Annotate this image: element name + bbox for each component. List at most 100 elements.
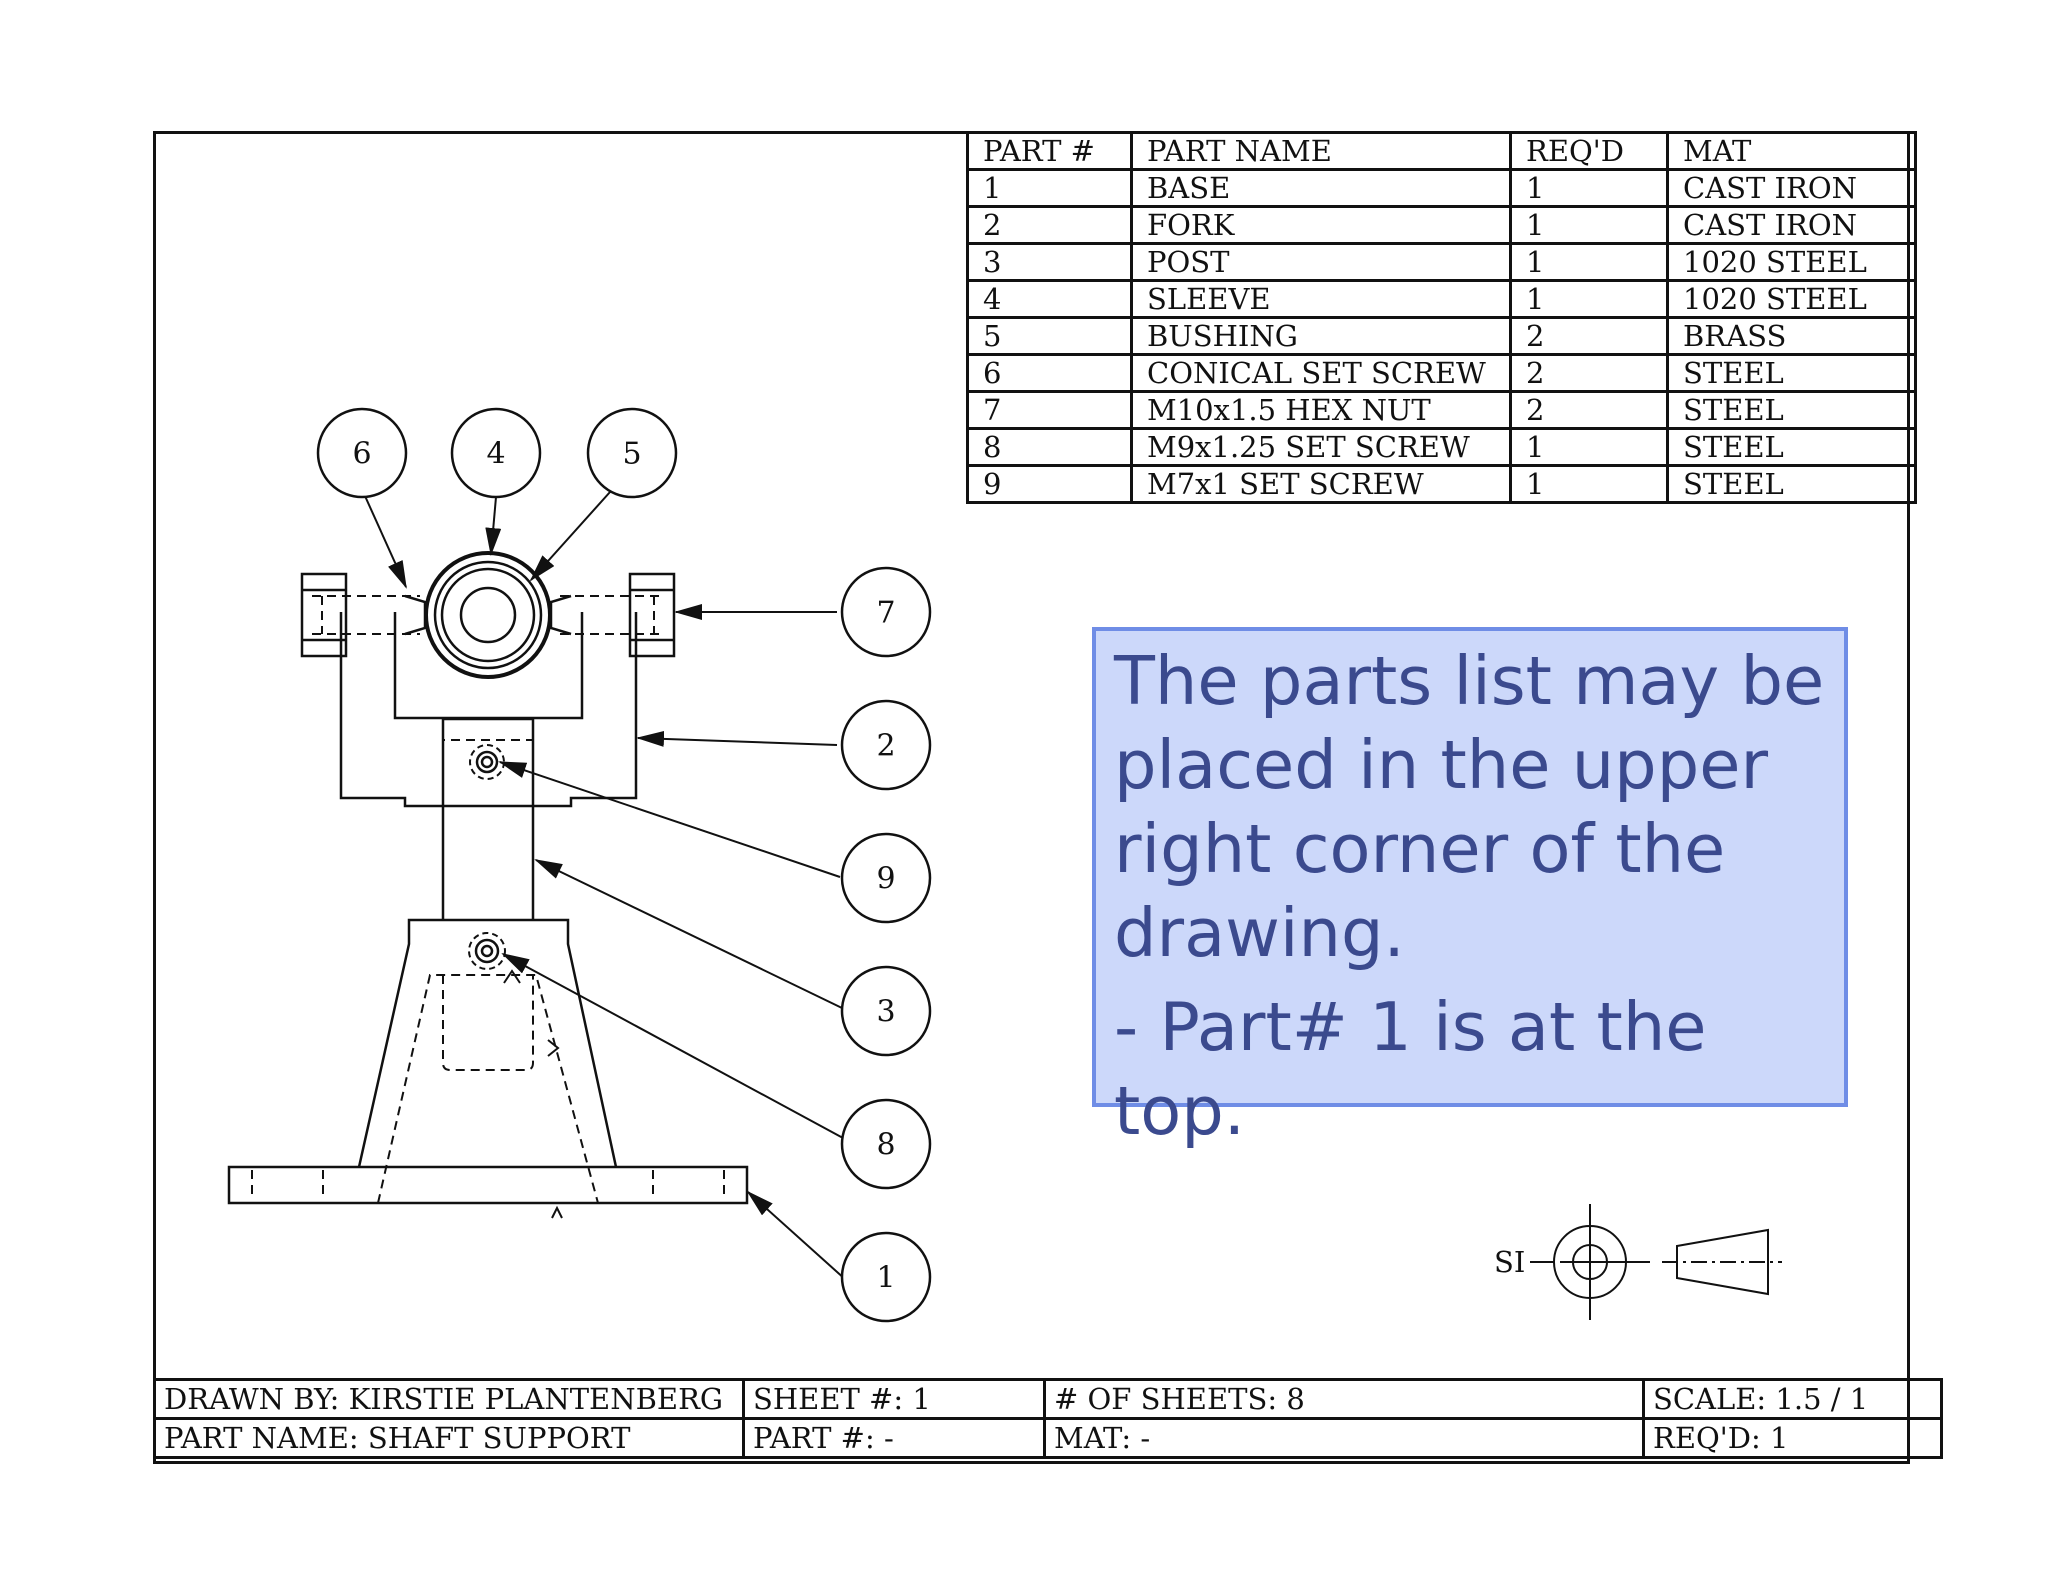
- part-number-cell: 4: [966, 279, 1133, 319]
- title-block-row: PART NAME: SHAFT SUPPORT PART #: - MAT: …: [153, 1417, 1943, 1459]
- part-name-cell: CONICAL SET SCREW: [1130, 353, 1512, 393]
- sleeve: [424, 551, 552, 679]
- reqd-cell: 1: [1509, 205, 1669, 245]
- parts-list-row: 1 BASE 1 CAST IRON: [966, 168, 1917, 208]
- reqd-cell: 1: [1509, 168, 1669, 208]
- part-number-cell: 6: [966, 353, 1133, 393]
- material-cell: MAT: -: [1043, 1417, 1645, 1459]
- parts-list-row: 3 POST 1 1020 STEEL: [966, 242, 1917, 282]
- parts-list-row: 8 M9x1.25 SET SCREW 1 STEEL: [966, 427, 1917, 467]
- part-number-cell: 8: [966, 427, 1133, 467]
- reqd-cell: 2: [1509, 353, 1669, 393]
- leader-line-6: [364, 495, 407, 589]
- material-cell: STEEL: [1666, 353, 1917, 393]
- balloon-8: [840, 1098, 932, 1190]
- drawn-by-cell: DRAWN BY: KIRSTIE PLANTENBERG: [153, 1378, 745, 1420]
- parts-list-row: 5 BUSHING 2 BRASS: [966, 316, 1917, 356]
- part-number-cell: 3: [966, 242, 1133, 282]
- part-name-cell: M9x1.25 SET SCREW: [1130, 427, 1512, 467]
- reqd-cell: 1: [1509, 464, 1669, 504]
- part-name-cell: POST: [1130, 242, 1512, 282]
- material-cell: CAST IRON: [1666, 205, 1917, 245]
- reqd-cell: 1: [1509, 427, 1669, 467]
- part-name-cell: FORK: [1130, 205, 1512, 245]
- sheet-number-cell: SHEET #: 1: [742, 1378, 1046, 1420]
- reqd-cell: REQ'D: 1: [1642, 1417, 1943, 1459]
- part-number-cell: PART #: -: [742, 1417, 1046, 1459]
- shaft-support-assembly: [227, 551, 749, 1219]
- parts-list-row: 7 M10x1.5 HEX NUT 2 STEEL: [966, 390, 1917, 430]
- balloon-label-5: 5: [622, 437, 641, 472]
- leader-line-2: [636, 730, 838, 747]
- leader-line-5: [529, 491, 611, 582]
- callout-note: The parts list may be placed in the uppe…: [1092, 627, 1848, 1150]
- material-cell: BRASS: [1666, 316, 1917, 356]
- parts-list-row: 6 CONICAL SET SCREW 2 STEEL: [966, 353, 1917, 393]
- reqd-cell: 1: [1509, 279, 1669, 319]
- parts-list-table: PART # PART NAME REQ'D MAT 1 BASE 1 CAST…: [966, 131, 1917, 504]
- balloon-2: [840, 699, 932, 791]
- projection-symbol-label: SI: [1494, 1245, 1525, 1279]
- material-cell: 1020 STEEL: [1666, 242, 1917, 282]
- part-name-cell: BASE: [1130, 168, 1512, 208]
- balloon-label-7: 7: [876, 596, 895, 631]
- post: [441, 717, 535, 920]
- material-cell: 1020 STEEL: [1666, 279, 1917, 319]
- balloon-3: [840, 965, 932, 1057]
- balloon-6: [316, 407, 408, 499]
- leader-line-4: [485, 496, 502, 556]
- part-number-cell: 2: [966, 205, 1133, 245]
- projection-cone-icon: [1676, 1228, 1769, 1296]
- balloon-label-6: 6: [352, 437, 371, 472]
- reqd-cell: 2: [1509, 316, 1669, 356]
- part-name-cell: SLEEVE: [1130, 279, 1512, 319]
- note-bullet: - Part# 1 is at the top.: [1114, 988, 1707, 1150]
- header-part-name: PART NAME: [1130, 131, 1512, 171]
- part-number-cell: 9: [966, 464, 1133, 504]
- fork: [339, 612, 638, 808]
- base-plate: [227, 1165, 749, 1205]
- balloon-5: [586, 407, 678, 499]
- bushing: [440, 567, 536, 663]
- parts-list-row: 9 M7x1 SET SCREW 1 STEEL: [966, 464, 1917, 504]
- part-name-cell: M10x1.5 HEX NUT: [1130, 390, 1512, 430]
- projection-symbol: SI: [1494, 1204, 1782, 1320]
- leader-line-3: [534, 859, 843, 1009]
- balloon-label-1: 1: [876, 1261, 895, 1296]
- material-cell: STEEL: [1666, 390, 1917, 430]
- balloon-label-2: 2: [876, 729, 895, 764]
- title-block-row: DRAWN BY: KIRSTIE PLANTENBERG SHEET #: 1…: [153, 1378, 1943, 1420]
- leader-line-8: [501, 953, 844, 1139]
- reqd-cell: 1: [1509, 242, 1669, 282]
- material-cell: STEEL: [1666, 464, 1917, 504]
- parts-list-row: 2 FORK 1 CAST IRON: [966, 205, 1917, 245]
- header-material: MAT: [1666, 131, 1917, 171]
- material-cell: CAST IRON: [1666, 168, 1917, 208]
- header-part-number: PART #: [966, 131, 1133, 171]
- part-number-cell: 7: [966, 390, 1133, 430]
- leader-line-9: [498, 761, 841, 878]
- part-number-cell: 5: [966, 316, 1133, 356]
- balloon-9: [840, 832, 932, 924]
- header-reqd: REQ'D: [1509, 131, 1669, 171]
- reqd-cell: 2: [1509, 390, 1669, 430]
- number-of-sheets-cell: # OF SHEETS: 8: [1043, 1378, 1645, 1420]
- base-body: [357, 918, 618, 1168]
- balloon-label-9: 9: [876, 862, 895, 897]
- part-name-cell: BUSHING: [1130, 316, 1512, 356]
- part-name-cell: M7x1 SET SCREW: [1130, 464, 1512, 504]
- part-number-cell: 1: [966, 168, 1133, 208]
- leader-line-1: [746, 1190, 847, 1281]
- note-text: The parts list may be placed in the uppe…: [1114, 642, 1825, 972]
- balloon-7: [840, 566, 932, 658]
- parts-list-row: 4 SLEEVE 1 1020 STEEL: [966, 279, 1917, 319]
- balloon-label-3: 3: [876, 995, 895, 1030]
- balloon-label-4: 4: [486, 437, 505, 472]
- part-name-cell: PART NAME: SHAFT SUPPORT: [153, 1417, 745, 1459]
- parts-list-header-row: PART # PART NAME REQ'D MAT: [966, 131, 1917, 171]
- title-block: DRAWN BY: KIRSTIE PLANTENBERG SHEET #: 1…: [153, 1378, 1943, 1459]
- balloon-4: [450, 407, 542, 499]
- scale-cell: SCALE: 1.5 / 1: [1642, 1378, 1943, 1420]
- material-cell: STEEL: [1666, 427, 1917, 467]
